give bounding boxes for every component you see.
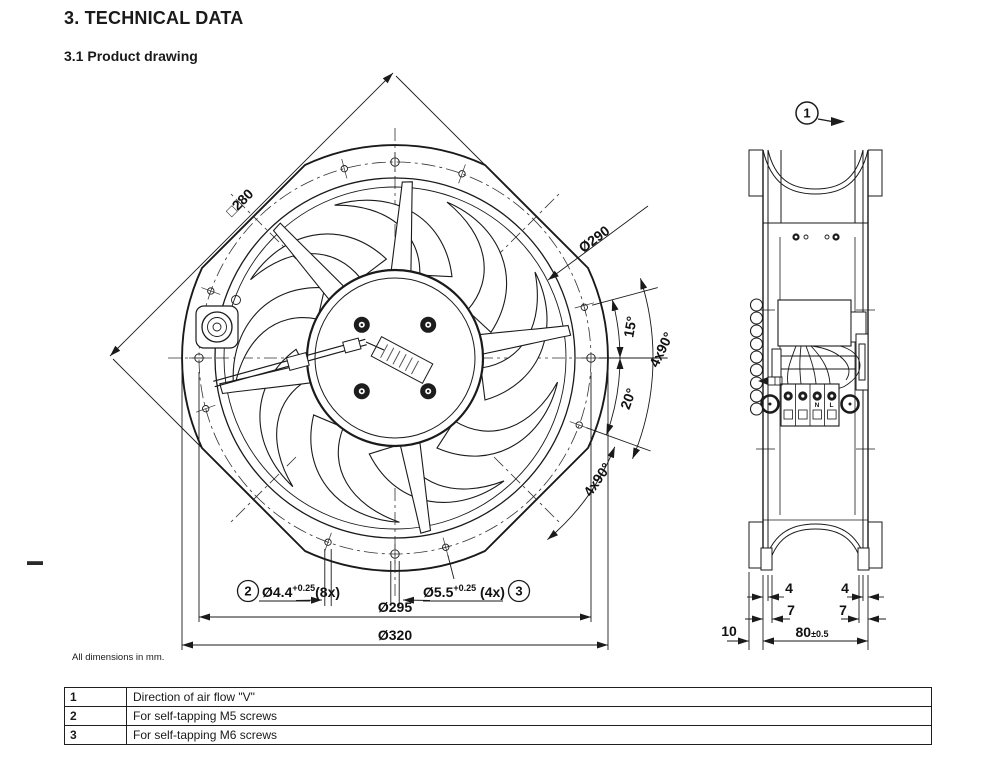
legend-row-number: 2 — [65, 707, 127, 725]
table-row: 2 For self-tapping M5 screws — [65, 706, 931, 725]
dim-impeller-290: Ø290 — [575, 222, 612, 256]
inlet-flange-left — [748, 149, 763, 197]
dim-7-right: 7 — [839, 602, 847, 618]
dim-outer-320: Ø320 — [378, 627, 412, 643]
legend-row-description: For self-tapping M6 screws — [133, 728, 278, 742]
side-view: N L — [721, 101, 886, 650]
legend-row-number: 3 — [65, 726, 127, 744]
page-margin-mark — [27, 561, 43, 565]
dim-4-right: 4 — [841, 580, 849, 596]
dim-4-left: 4 — [785, 580, 793, 596]
dimensions-note: All dimensions in mm. — [72, 652, 165, 663]
inlet-bellmouth — [762, 149, 869, 195]
callout-2-number: 2 — [244, 584, 251, 599]
callout-3-number: 3 — [515, 584, 522, 599]
venturi-ring-outer — [214, 177, 576, 539]
terminal-label-n: N — [815, 402, 820, 409]
cable-gland — [195, 295, 241, 349]
outlet-flange-left — [748, 521, 763, 569]
rivet-dots — [792, 233, 840, 241]
motor-bracket — [855, 333, 869, 391]
dim-angle-15: 15° — [620, 315, 639, 339]
dim-80: 80±0.5 — [795, 624, 828, 640]
terminal-label-l: L — [830, 402, 834, 409]
capacitor-box — [777, 299, 852, 347]
venturi-ring-inner — [223, 186, 567, 530]
hub-inner — [314, 277, 476, 439]
page-title: 3. TECHNICAL DATA — [64, 8, 244, 28]
foot-right — [857, 547, 870, 571]
side-dimensions — [727, 572, 886, 650]
foot-left — [760, 547, 773, 571]
legend-table: 1 Direction of air flow "V" 2 For self-t… — [64, 687, 932, 745]
dim-angle-4x90-bottom: 4x90° — [580, 460, 614, 499]
self-tapping-screw — [758, 376, 783, 386]
dim-angle-20: 20° — [617, 386, 639, 411]
table-row: 1 Direction of air flow "V" — [65, 688, 931, 706]
legend-row-number: 1 — [65, 688, 127, 706]
callout-1-number: 1 — [803, 106, 810, 121]
airflow-arrow-icon — [831, 117, 845, 126]
dim-hole-large: Ø5.5+0.25 (4x) — [423, 583, 505, 600]
airflow-callout — [795, 101, 845, 126]
terminal-block — [760, 383, 860, 427]
front-view: □280 Ø290 15° 20° 4x90° 4x90° 2 3 Ø4.4+0… — [109, 72, 676, 650]
dim-bolt-circle-295: Ø295 — [378, 599, 412, 615]
wires — [787, 345, 861, 391]
table-row: 3 For self-tapping M6 screws — [65, 725, 931, 744]
inlet-flange-right — [868, 149, 883, 197]
dim-hole-small: Ø4.4+0.25(8x) — [262, 583, 340, 600]
outlet-flange-right — [868, 521, 883, 569]
legend-row-description: For self-tapping M5 screws — [133, 709, 278, 723]
outlet-strut — [762, 523, 869, 569]
winding-coil — [749, 298, 764, 416]
dim-10: 10 — [721, 623, 737, 639]
dim-angle-4x90-right: 4x90° — [646, 330, 676, 370]
legend-row-description: Direction of air flow "V" — [133, 690, 255, 704]
section-subtitle: 3.1 Product drawing — [64, 48, 198, 64]
front-dimensions — [109, 72, 667, 650]
dim-7-left: 7 — [787, 602, 795, 618]
